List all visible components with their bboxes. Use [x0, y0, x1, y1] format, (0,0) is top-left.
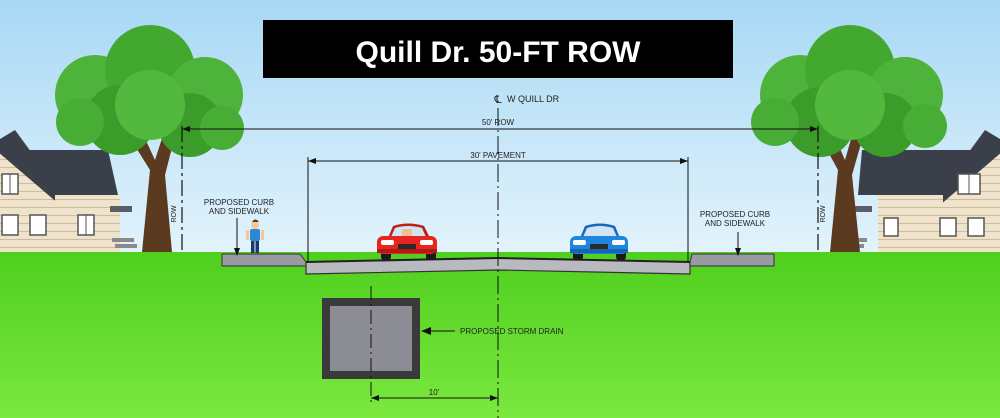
curb-left-label-line1: PROPOSED CURB: [204, 198, 274, 207]
drain-offset-label: 10': [429, 388, 440, 397]
tree-left: [55, 25, 244, 252]
centerline-label: W QUILL DR: [507, 94, 560, 104]
blue-car: [570, 223, 628, 260]
pedestrian: [246, 219, 264, 253]
title-box: [263, 20, 733, 78]
row-side-label-right: ROW: [820, 205, 827, 223]
drain-offset-dimension: [371, 395, 498, 401]
pavement-label: 30' PAVEMENT: [470, 151, 526, 160]
page-title: Quill Dr. 50-FT ROW: [355, 36, 641, 69]
curb-left-arrow: [234, 248, 240, 256]
curb-right-arrow: [735, 248, 741, 256]
road-surface-line: [305, 257, 499, 263]
row-side-label-left: ROW: [171, 205, 178, 223]
row-dimension: [181, 126, 819, 254]
sidewalk-right: [689, 253, 775, 267]
curb-right-label-line2: AND SIDEWALK: [705, 219, 766, 228]
storm-drain-label: PROPOSED STORM DRAIN: [460, 327, 564, 336]
centerline-symbol: ℄: [493, 94, 501, 106]
sidewalk-left: [221, 253, 307, 267]
house-right: [842, 130, 1000, 252]
house-left: [0, 130, 137, 252]
grass-ground: [0, 252, 1000, 418]
curb-left-label-line2: AND SIDEWALK: [209, 207, 270, 216]
tree-right: [751, 25, 947, 252]
curb-right-label-line1: PROPOSED CURB: [700, 210, 770, 219]
red-car: [377, 223, 437, 260]
pavement-dimension: [307, 157, 689, 262]
row-width-label: 50' ROW: [482, 118, 515, 127]
storm-drain-arrow: [421, 327, 431, 335]
